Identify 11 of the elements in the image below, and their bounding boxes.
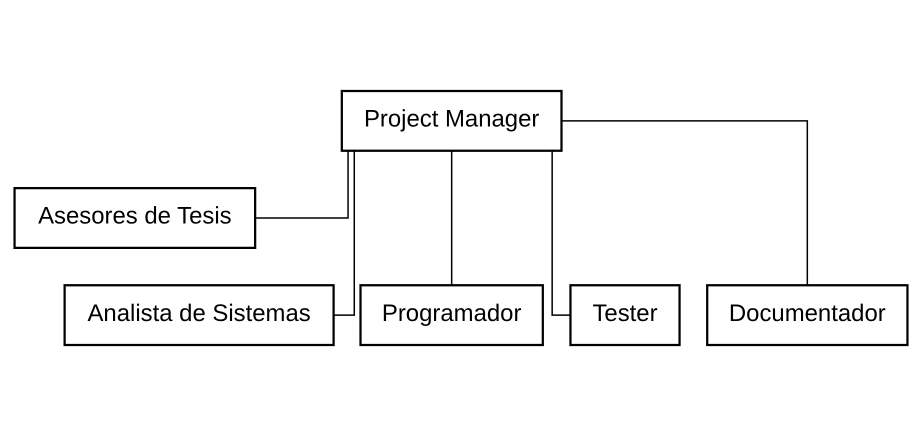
connector [334, 150, 356, 316]
node-box: Analista de Sistemas [64, 284, 335, 346]
connector [450, 150, 452, 285]
connector [551, 150, 570, 316]
connector [562, 120, 808, 286]
connector [255, 151, 349, 219]
node-box: Documentador [706, 284, 909, 346]
node-box: Asesores de Tesis [13, 187, 256, 249]
node-box: Project Manager [340, 90, 563, 152]
node-box: Tester [569, 284, 681, 346]
node-box: Programador [359, 284, 544, 346]
